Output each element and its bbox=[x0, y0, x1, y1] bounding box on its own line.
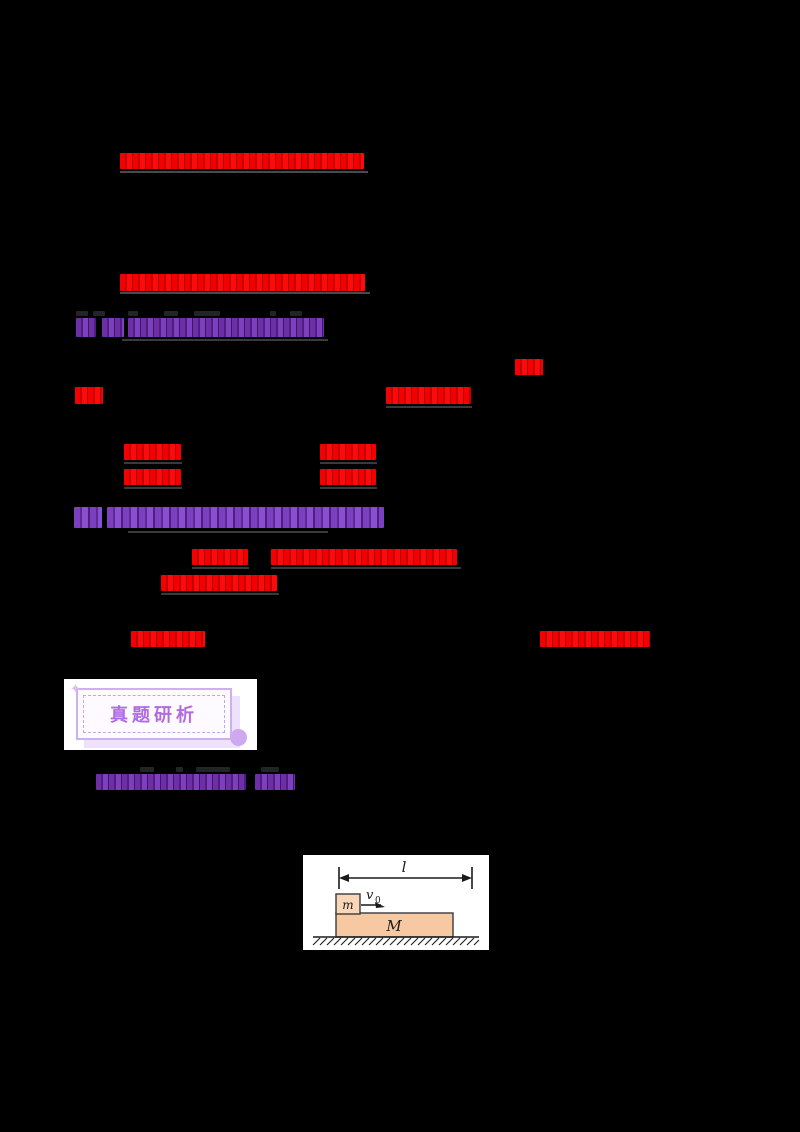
redacted-label-middle bbox=[386, 387, 471, 404]
redacted-row-a-right bbox=[271, 549, 457, 565]
redacted-caption-purple-tail bbox=[255, 774, 295, 790]
ghost-caption-row bbox=[261, 767, 279, 772]
velocity-arrowhead bbox=[375, 902, 385, 908]
redacted-label-top-right bbox=[515, 359, 543, 375]
small-block-m bbox=[335, 893, 361, 915]
row-a-left-underline bbox=[192, 567, 249, 569]
redacted-column-left-row-2 bbox=[124, 469, 181, 485]
heading-underline-1 bbox=[120, 171, 368, 173]
ghost-text-row bbox=[128, 311, 138, 316]
column-right-underline-1 bbox=[320, 462, 377, 464]
redacted-caption-purple-main bbox=[96, 774, 246, 790]
subheading-underline bbox=[122, 339, 328, 341]
redacted-subheading-purple bbox=[76, 318, 96, 337]
redacted-row-a-left bbox=[192, 549, 248, 565]
dimension-arrowhead-right bbox=[462, 874, 472, 882]
ghost-caption-row bbox=[176, 767, 183, 772]
redacted-column-left-row-1 bbox=[124, 444, 181, 460]
redacted-subheading-purple-main bbox=[128, 318, 324, 337]
exam-analysis-banner: 真题研析 ✦ bbox=[64, 679, 257, 750]
redacted-purple-band-body bbox=[107, 507, 384, 528]
length-label: l bbox=[402, 858, 407, 876]
row-a-right-underline bbox=[271, 567, 461, 569]
redacted-heading-line-2 bbox=[120, 274, 365, 291]
redacted-row-c-right bbox=[540, 631, 650, 647]
dimension-arrowhead-left bbox=[339, 874, 349, 882]
ghost-caption-row bbox=[140, 767, 154, 772]
ghost-caption-row bbox=[196, 767, 230, 772]
ghost-text-row bbox=[93, 311, 105, 316]
large-block-label: M bbox=[385, 917, 402, 935]
banner-dashed-border bbox=[83, 695, 225, 733]
small-block-label: m bbox=[342, 898, 353, 912]
label-middle-underline bbox=[386, 406, 472, 408]
redacted-row-c-left bbox=[131, 631, 205, 647]
sparkle-icon: ✦ bbox=[70, 681, 81, 696]
physics-diagram-svg: l M m v 0 bbox=[303, 855, 489, 950]
purple-band-underline bbox=[128, 531, 328, 533]
ghost-text-row bbox=[270, 311, 276, 316]
ghost-text-row bbox=[164, 311, 178, 316]
velocity-subscript: 0 bbox=[375, 896, 381, 906]
ghost-text-row bbox=[76, 311, 88, 316]
redacted-label-left bbox=[75, 387, 103, 404]
physics-diagram-figure: l M m v 0 bbox=[303, 855, 489, 950]
banner-frame: 真题研析 bbox=[76, 688, 232, 740]
column-left-underline-2 bbox=[124, 487, 182, 489]
redacted-heading-line-1 bbox=[120, 153, 364, 169]
ground-hatching bbox=[312, 937, 480, 946]
column-left-underline-1 bbox=[124, 462, 182, 464]
redacted-column-right-row-1 bbox=[320, 444, 376, 460]
banner-accent-dot bbox=[230, 729, 247, 746]
redacted-row-b bbox=[161, 575, 277, 591]
heading-underline-2 bbox=[120, 292, 370, 294]
redacted-column-right-row-2 bbox=[320, 469, 376, 485]
redacted-purple-band bbox=[74, 507, 102, 528]
velocity-label: v bbox=[366, 888, 374, 903]
banner-title: 真题研析 bbox=[110, 705, 198, 726]
column-right-underline-2 bbox=[320, 487, 377, 489]
redacted-subheading-purple-body bbox=[102, 318, 124, 337]
ghost-text-row bbox=[290, 311, 302, 316]
row-b-underline bbox=[161, 593, 279, 595]
ghost-text-row bbox=[194, 311, 220, 316]
